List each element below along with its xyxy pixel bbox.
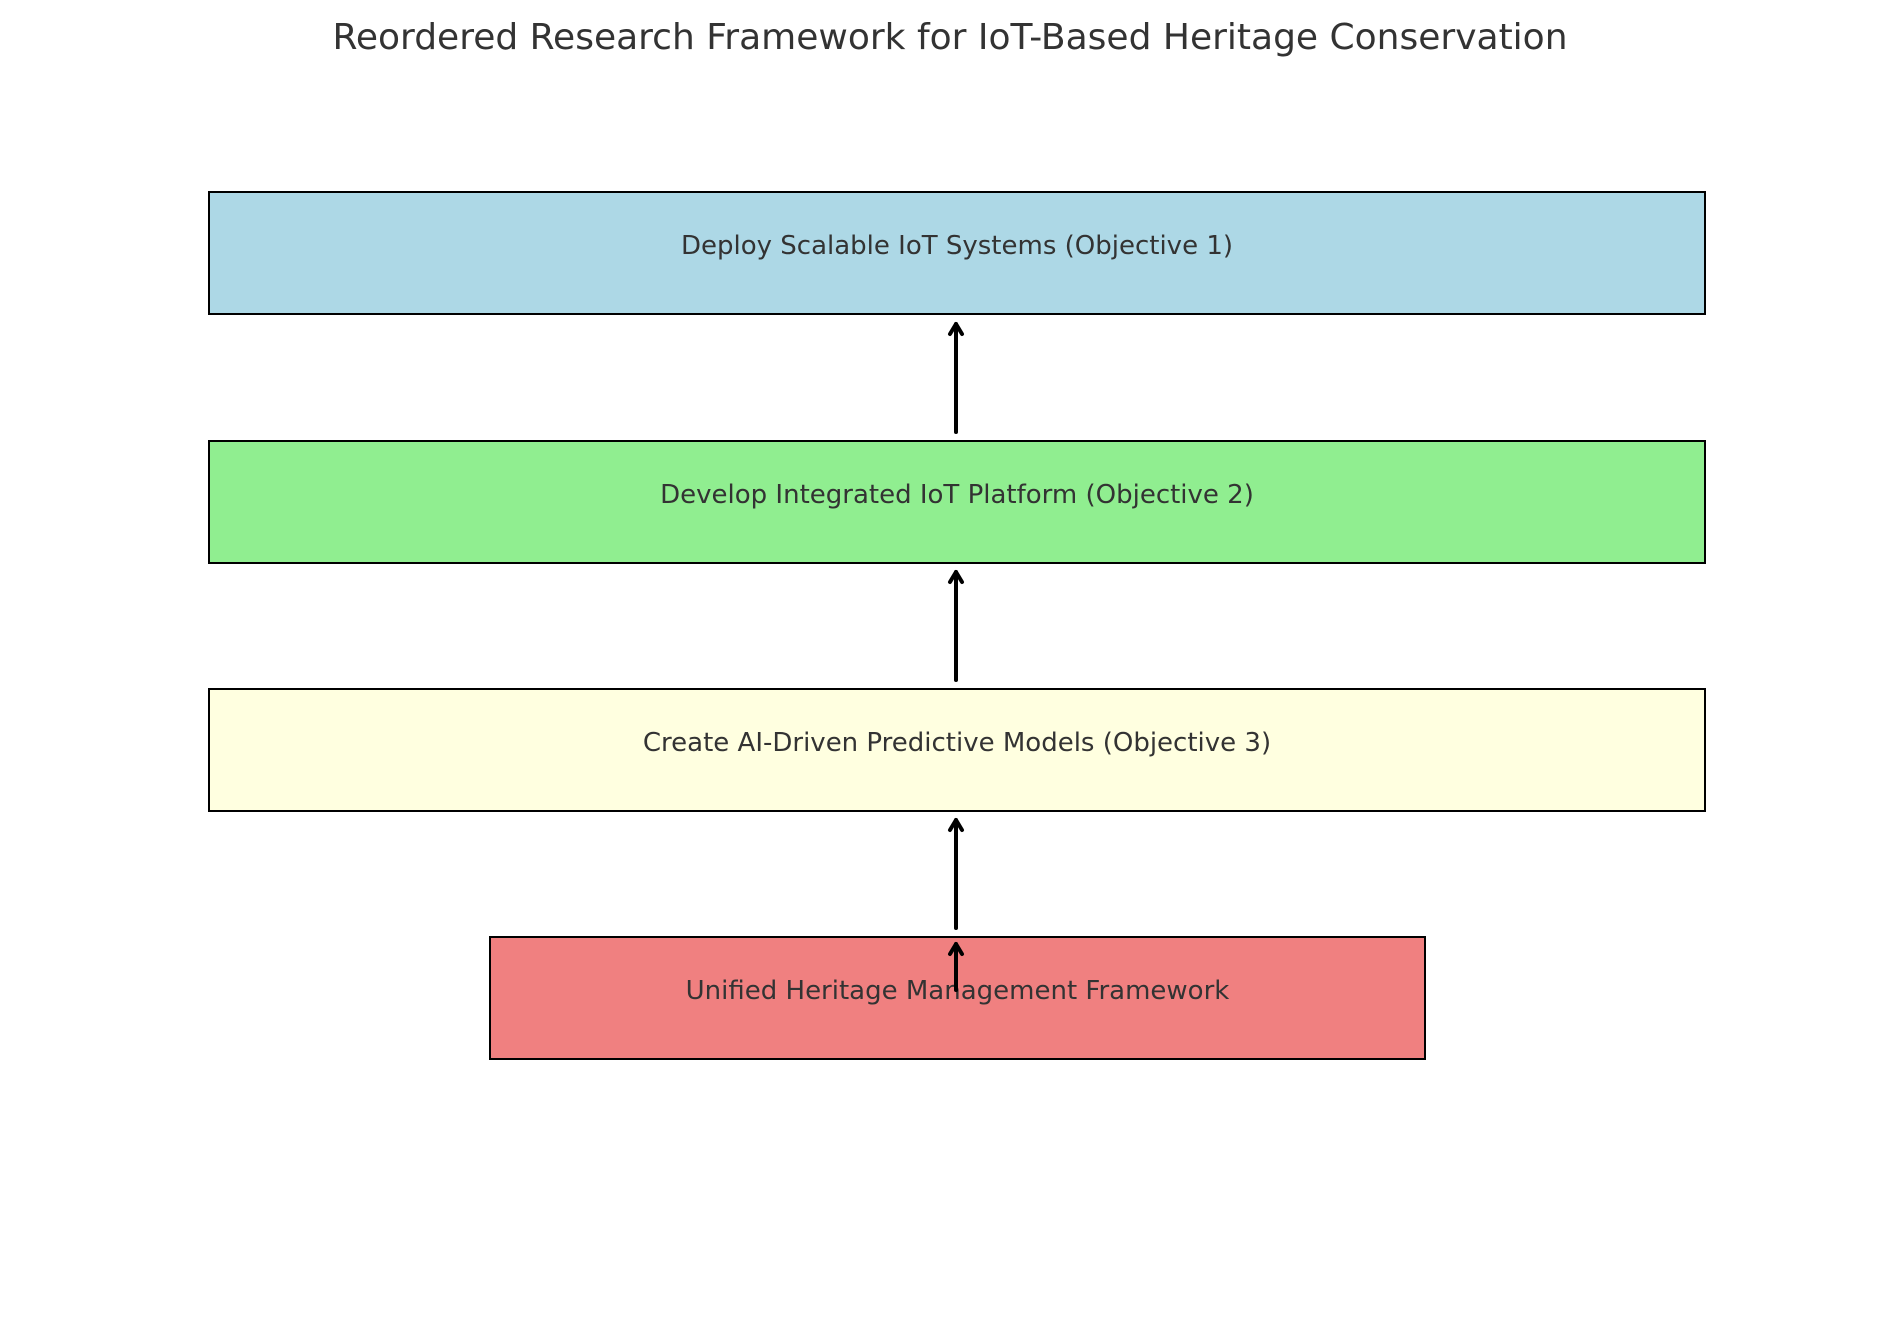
unified-framework-box: Unified Heritage Management Framework [489,936,1426,1060]
arrow-framework-to-3 [948,818,964,930]
objective-3-box: Create AI-Driven Predictive Models (Obje… [208,688,1706,812]
arrow-2-to-1 [948,322,964,434]
objective-2-label: Develop Integrated IoT Platform (Objecti… [660,480,1254,510]
objective-1-label: Deploy Scalable IoT Systems (Objective 1… [680,231,1234,261]
diagram-title: Reordered Research Framework for IoT-Bas… [332,17,1568,58]
unified-framework-label: Unified Heritage Management Framework [685,976,1230,1006]
objective-1-box: Deploy Scalable IoT Systems (Objective 1… [208,191,1706,315]
objective-2-box: Develop Integrated IoT Platform (Objecti… [208,440,1706,564]
objective-3-label: Create AI-Driven Predictive Models (Obje… [642,728,1272,758]
arrow-3-to-2 [948,570,964,682]
